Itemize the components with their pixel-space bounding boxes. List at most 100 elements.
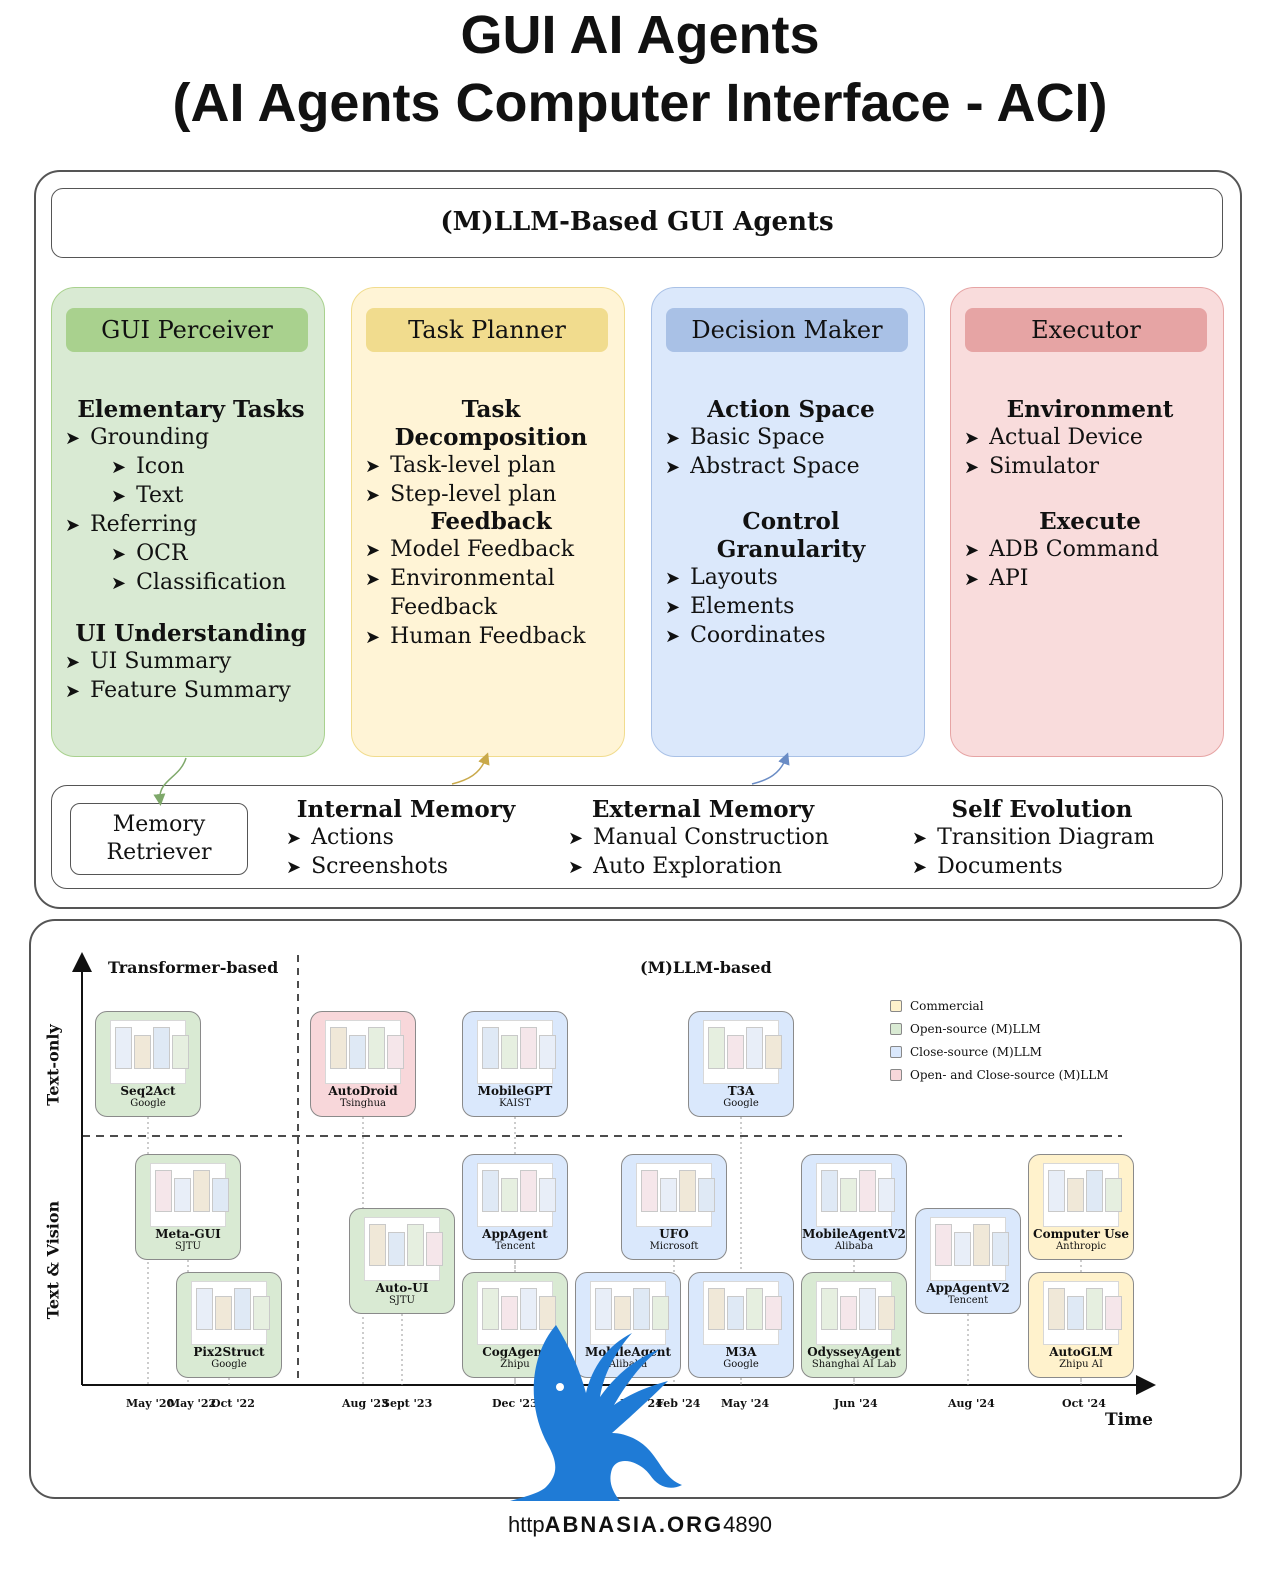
list-item: ➤Environmental (365, 565, 617, 594)
thumbnail-block (765, 1296, 782, 1330)
thumbnail-block (520, 1170, 537, 1212)
legend-item: Close-source (M)LLM (890, 1044, 1109, 1060)
thumbnail-block (369, 1224, 386, 1266)
memory-planner-arrow (451, 752, 490, 785)
arrow-bullet-icon: ➤ (964, 569, 980, 590)
thumbnail-block (727, 1035, 744, 1069)
list-item: ➤Layouts (665, 564, 917, 593)
list-item: ➤Feedback (365, 594, 617, 623)
thumbnail-block (1105, 1178, 1122, 1212)
agent-org: Shanghai AI Lab (811, 1359, 897, 1370)
agent-org: KAIST (499, 1098, 531, 1109)
thumbnail-block (840, 1296, 857, 1330)
thumbnail-block (482, 1288, 499, 1330)
thumbnail-block (253, 1296, 270, 1330)
list-item-label: UI Summary (90, 649, 232, 674)
agent-screenshot-thumbnail (930, 1217, 1009, 1281)
agent-screenshot-thumbnail (703, 1281, 782, 1345)
list-item: ➤Basic Space (665, 424, 917, 453)
list-item-label: Human Feedback (390, 624, 586, 649)
list-item: ➤Coordinates (665, 622, 917, 651)
section-perceiver-0: Elementary Tasks➤Grounding➤Icon➤Text➤Ref… (65, 396, 317, 598)
griffin-logo (510, 1325, 682, 1501)
list-item-label: Actual Device (989, 425, 1143, 450)
list-item: ➤Simulator (964, 453, 1216, 482)
x-tick-label: Jun '24 (834, 1397, 878, 1410)
thumbnail-block (765, 1035, 782, 1069)
list-item-label: Grounding (90, 425, 210, 450)
thumbnail-block (859, 1170, 876, 1212)
thumbnail-block (501, 1296, 518, 1330)
agent-screenshot-thumbnail (477, 1020, 556, 1084)
thumbnail-block (134, 1035, 151, 1069)
list-item: ➤Abstract Space (665, 453, 917, 482)
list-item-label: Feature Summary (90, 678, 291, 703)
list-item: ➤UI Summary (65, 648, 317, 677)
thumbnail-block (973, 1224, 990, 1266)
list-item: ➤ Text (65, 482, 317, 511)
list-item-label: Text (136, 483, 184, 508)
memory-group-0: Internal Memory➤Actions➤Screenshots (286, 796, 526, 882)
list-item: ➤Actions (286, 824, 526, 853)
arrow-bullet-icon: ➤ (365, 540, 381, 561)
watermark-url-right: 4890 (723, 1512, 773, 1537)
thumbnail-block (1048, 1288, 1065, 1330)
list-item: ➤Screenshots (286, 853, 526, 882)
legend-swatch (890, 1000, 902, 1012)
thumbnail-block (174, 1178, 191, 1212)
list-item: ➤Manual Construction (568, 824, 838, 853)
agent-name: MobileAgentV2 (802, 1227, 906, 1241)
framework-header: (M)LLM-Based GUI Agents (51, 188, 1223, 258)
section-heading: Task Decomposition (394, 396, 588, 451)
thumbnail-block (539, 1035, 556, 1069)
arrow-bullet-icon: ➤ (365, 569, 381, 590)
agent-name: Seq2Act (120, 1084, 176, 1098)
legend-item: Open- and Close-source (M)LLM (890, 1067, 1109, 1083)
list-item: ➤OCR (65, 540, 317, 569)
legend-label: Commercial (910, 999, 984, 1013)
arrow-bullet-icon: ➤ (111, 486, 127, 507)
list-item-label: API (989, 566, 1029, 591)
thumbnail-block (614, 1296, 631, 1330)
agent-screenshot-thumbnail (325, 1020, 404, 1084)
memory-row (51, 785, 1223, 889)
thumbnail-block (746, 1027, 763, 1069)
legend-label: Open- and Close-source (M)LLM (910, 1068, 1109, 1082)
x-tick-label: Oct '24 (1062, 1397, 1106, 1410)
thumbnail-block (1067, 1178, 1084, 1212)
agent-org: SJTU (175, 1241, 201, 1252)
thumbnail-block (539, 1178, 556, 1212)
agent-name: AppAgentV2 (926, 1281, 1010, 1295)
thumbnail-block (1086, 1288, 1103, 1330)
arrow-bullet-icon: ➤ (365, 485, 381, 506)
thumbnail-block (679, 1170, 696, 1212)
thumbnail-block (387, 1035, 404, 1069)
x-tick-label: Feb '24 (656, 1397, 701, 1410)
arrow-bullet-icon: ➤ (65, 515, 81, 536)
thumbnail-block (520, 1288, 537, 1330)
legend-swatch (890, 1023, 902, 1035)
legend-swatch (890, 1069, 902, 1081)
list-item: ➤Icon (65, 453, 317, 482)
thumbnail-block (520, 1027, 537, 1069)
list-item-label: Referring (90, 512, 198, 537)
agent-name: OdysseyAgent (807, 1345, 901, 1359)
section-heading: Environment (1006, 396, 1174, 423)
arrow-bullet-icon: ➤ (665, 428, 681, 449)
list-item-label: Simulator (989, 454, 1099, 479)
list-item: ➤Auto Exploration (568, 853, 838, 882)
memory-decision-arrow (751, 752, 790, 785)
thumbnail-block (1067, 1296, 1084, 1330)
memory-group-1: External Memory➤Manual Construction➤Auto… (568, 796, 838, 882)
arrow-bullet-icon: ➤ (665, 597, 681, 618)
thumbnail-block (172, 1035, 189, 1069)
section-planner-0: Task Decomposition➤Task-level plan➤Step-… (365, 396, 617, 510)
memory-group-heading: External Memory (591, 796, 815, 823)
